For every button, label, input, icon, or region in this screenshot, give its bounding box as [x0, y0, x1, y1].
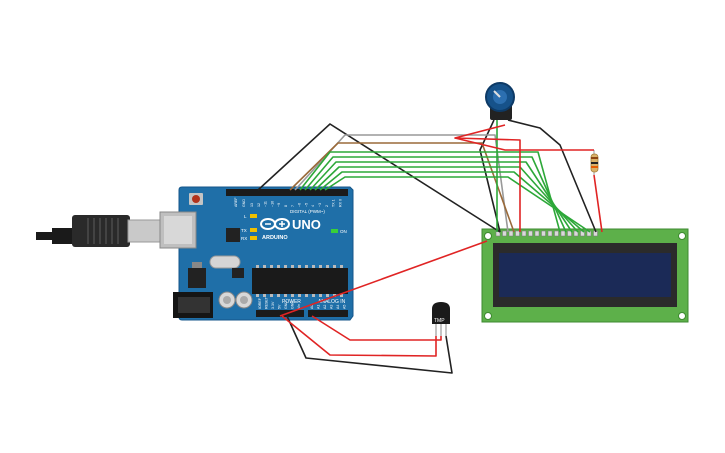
wire-green-5[interactable] — [319, 171, 585, 233]
digital-label: DIGITAL (PWM~) — [290, 209, 325, 214]
pin-label: A4 — [336, 305, 340, 309]
wire-green-6[interactable] — [324, 176, 591, 233]
aref-pin-label: AREF — [234, 197, 238, 207]
pin-label: ~10 — [270, 201, 274, 207]
analog-label: ANALOG IN — [318, 299, 346, 305]
lcd-pin[interactable] — [554, 230, 559, 237]
pin-label: TX 1 — [332, 199, 336, 207]
arduino-uno-board[interactable]: L TX RX ON UNO ARDUINO DIGITAL (PWM~) 13… — [159, 186, 354, 321]
potentiometer-icon[interactable] — [485, 82, 515, 120]
lcd-pin[interactable] — [502, 230, 507, 237]
pin-label: RX 0 — [338, 199, 342, 207]
pin-label: 12 — [257, 203, 261, 207]
wire-gnd-top[interactable] — [257, 123, 501, 233]
pin-label: GND — [284, 301, 288, 309]
analog-header — [308, 310, 348, 317]
lcd-pin[interactable] — [521, 230, 527, 237]
pin-label: A0 — [310, 305, 314, 309]
wire-sensor-gnd[interactable] — [286, 315, 453, 374]
pin-label: 5V — [278, 304, 282, 309]
on-led-label: ON — [340, 229, 347, 234]
pin-label: IOREF — [258, 297, 262, 309]
wire-gray[interactable] — [294, 134, 509, 233]
resistor-icon[interactable] — [590, 150, 599, 175]
pin-label: 8 — [284, 205, 288, 207]
wire-red-5v-lcd[interactable] — [279, 240, 488, 317]
pin-label: A1 — [317, 305, 321, 309]
lcd-pin[interactable] — [567, 230, 572, 237]
l-led-label: L — [244, 214, 247, 219]
pin-label: RESET — [265, 296, 269, 309]
pin-label: A5 — [343, 305, 347, 309]
power-label: POWER — [282, 299, 301, 305]
wire-green-2[interactable] — [304, 156, 567, 233]
lcd-pin[interactable] — [528, 230, 533, 237]
pin-label: 4 — [311, 205, 315, 207]
lcd-pin-header — [495, 230, 598, 237]
wire-green-4[interactable] — [314, 166, 579, 233]
wire-red-resistor[interactable] — [454, 137, 594, 151]
lcd-pin[interactable] — [515, 230, 520, 237]
temperature-sensor-icon[interactable]: TMP — [432, 302, 450, 336]
lcd-screen — [499, 253, 671, 297]
pin-label: GND — [291, 301, 295, 309]
usb-cable-icon[interactable] — [36, 215, 161, 247]
lcd-pin[interactable] — [573, 230, 579, 237]
lcd-display-icon[interactable] — [481, 228, 689, 323]
pin-label: A2 — [323, 305, 327, 309]
sensor-label: TMP — [434, 318, 445, 324]
lcd-pin[interactable] — [547, 230, 553, 237]
gnd-pin-label: GND — [242, 199, 246, 207]
lcd-pin[interactable] — [534, 230, 540, 237]
pin-label: 13 — [250, 203, 254, 207]
rx-led-label: RX — [241, 236, 247, 241]
digital-header — [226, 189, 348, 196]
arduino-logo-icon — [260, 218, 290, 230]
pin-label: 7 — [291, 205, 295, 207]
wire-green-3[interactable] — [309, 161, 573, 233]
pin-label: ~3 — [318, 203, 322, 207]
board-brand: ARDUINO — [262, 235, 288, 241]
lcd-pin[interactable] — [508, 230, 514, 237]
pin-label: A3 — [330, 305, 334, 309]
wire-pot-vcc[interactable] — [507, 119, 597, 233]
pin-label: ~9 — [277, 203, 281, 207]
wire-red-sensor-vcc[interactable] — [281, 315, 437, 357]
pin-label: Vin — [297, 304, 301, 309]
wire-red-lcd-vcc[interactable] — [454, 124, 521, 232]
wire-red-backlight[interactable] — [593, 174, 603, 233]
pin-label: ~11 — [264, 201, 268, 207]
wire-red-sensor-out[interactable] — [311, 315, 442, 341]
tx-led-label: TX — [241, 228, 247, 233]
lcd-pin[interactable] — [541, 230, 546, 237]
wire-brown[interactable] — [289, 142, 515, 233]
pin-label: 3.3V — [271, 301, 275, 309]
wires — [257, 119, 603, 374]
board-model: UNO — [292, 217, 321, 232]
pin-label: ~5 — [304, 203, 308, 207]
power-header — [256, 310, 304, 317]
pin-label: 2 — [325, 205, 329, 207]
wire-pot-gnd[interactable] — [479, 119, 501, 233]
lcd-pin[interactable] — [560, 230, 566, 237]
wire-green-1[interactable] — [299, 151, 561, 233]
pin-label: ~6 — [298, 203, 302, 207]
